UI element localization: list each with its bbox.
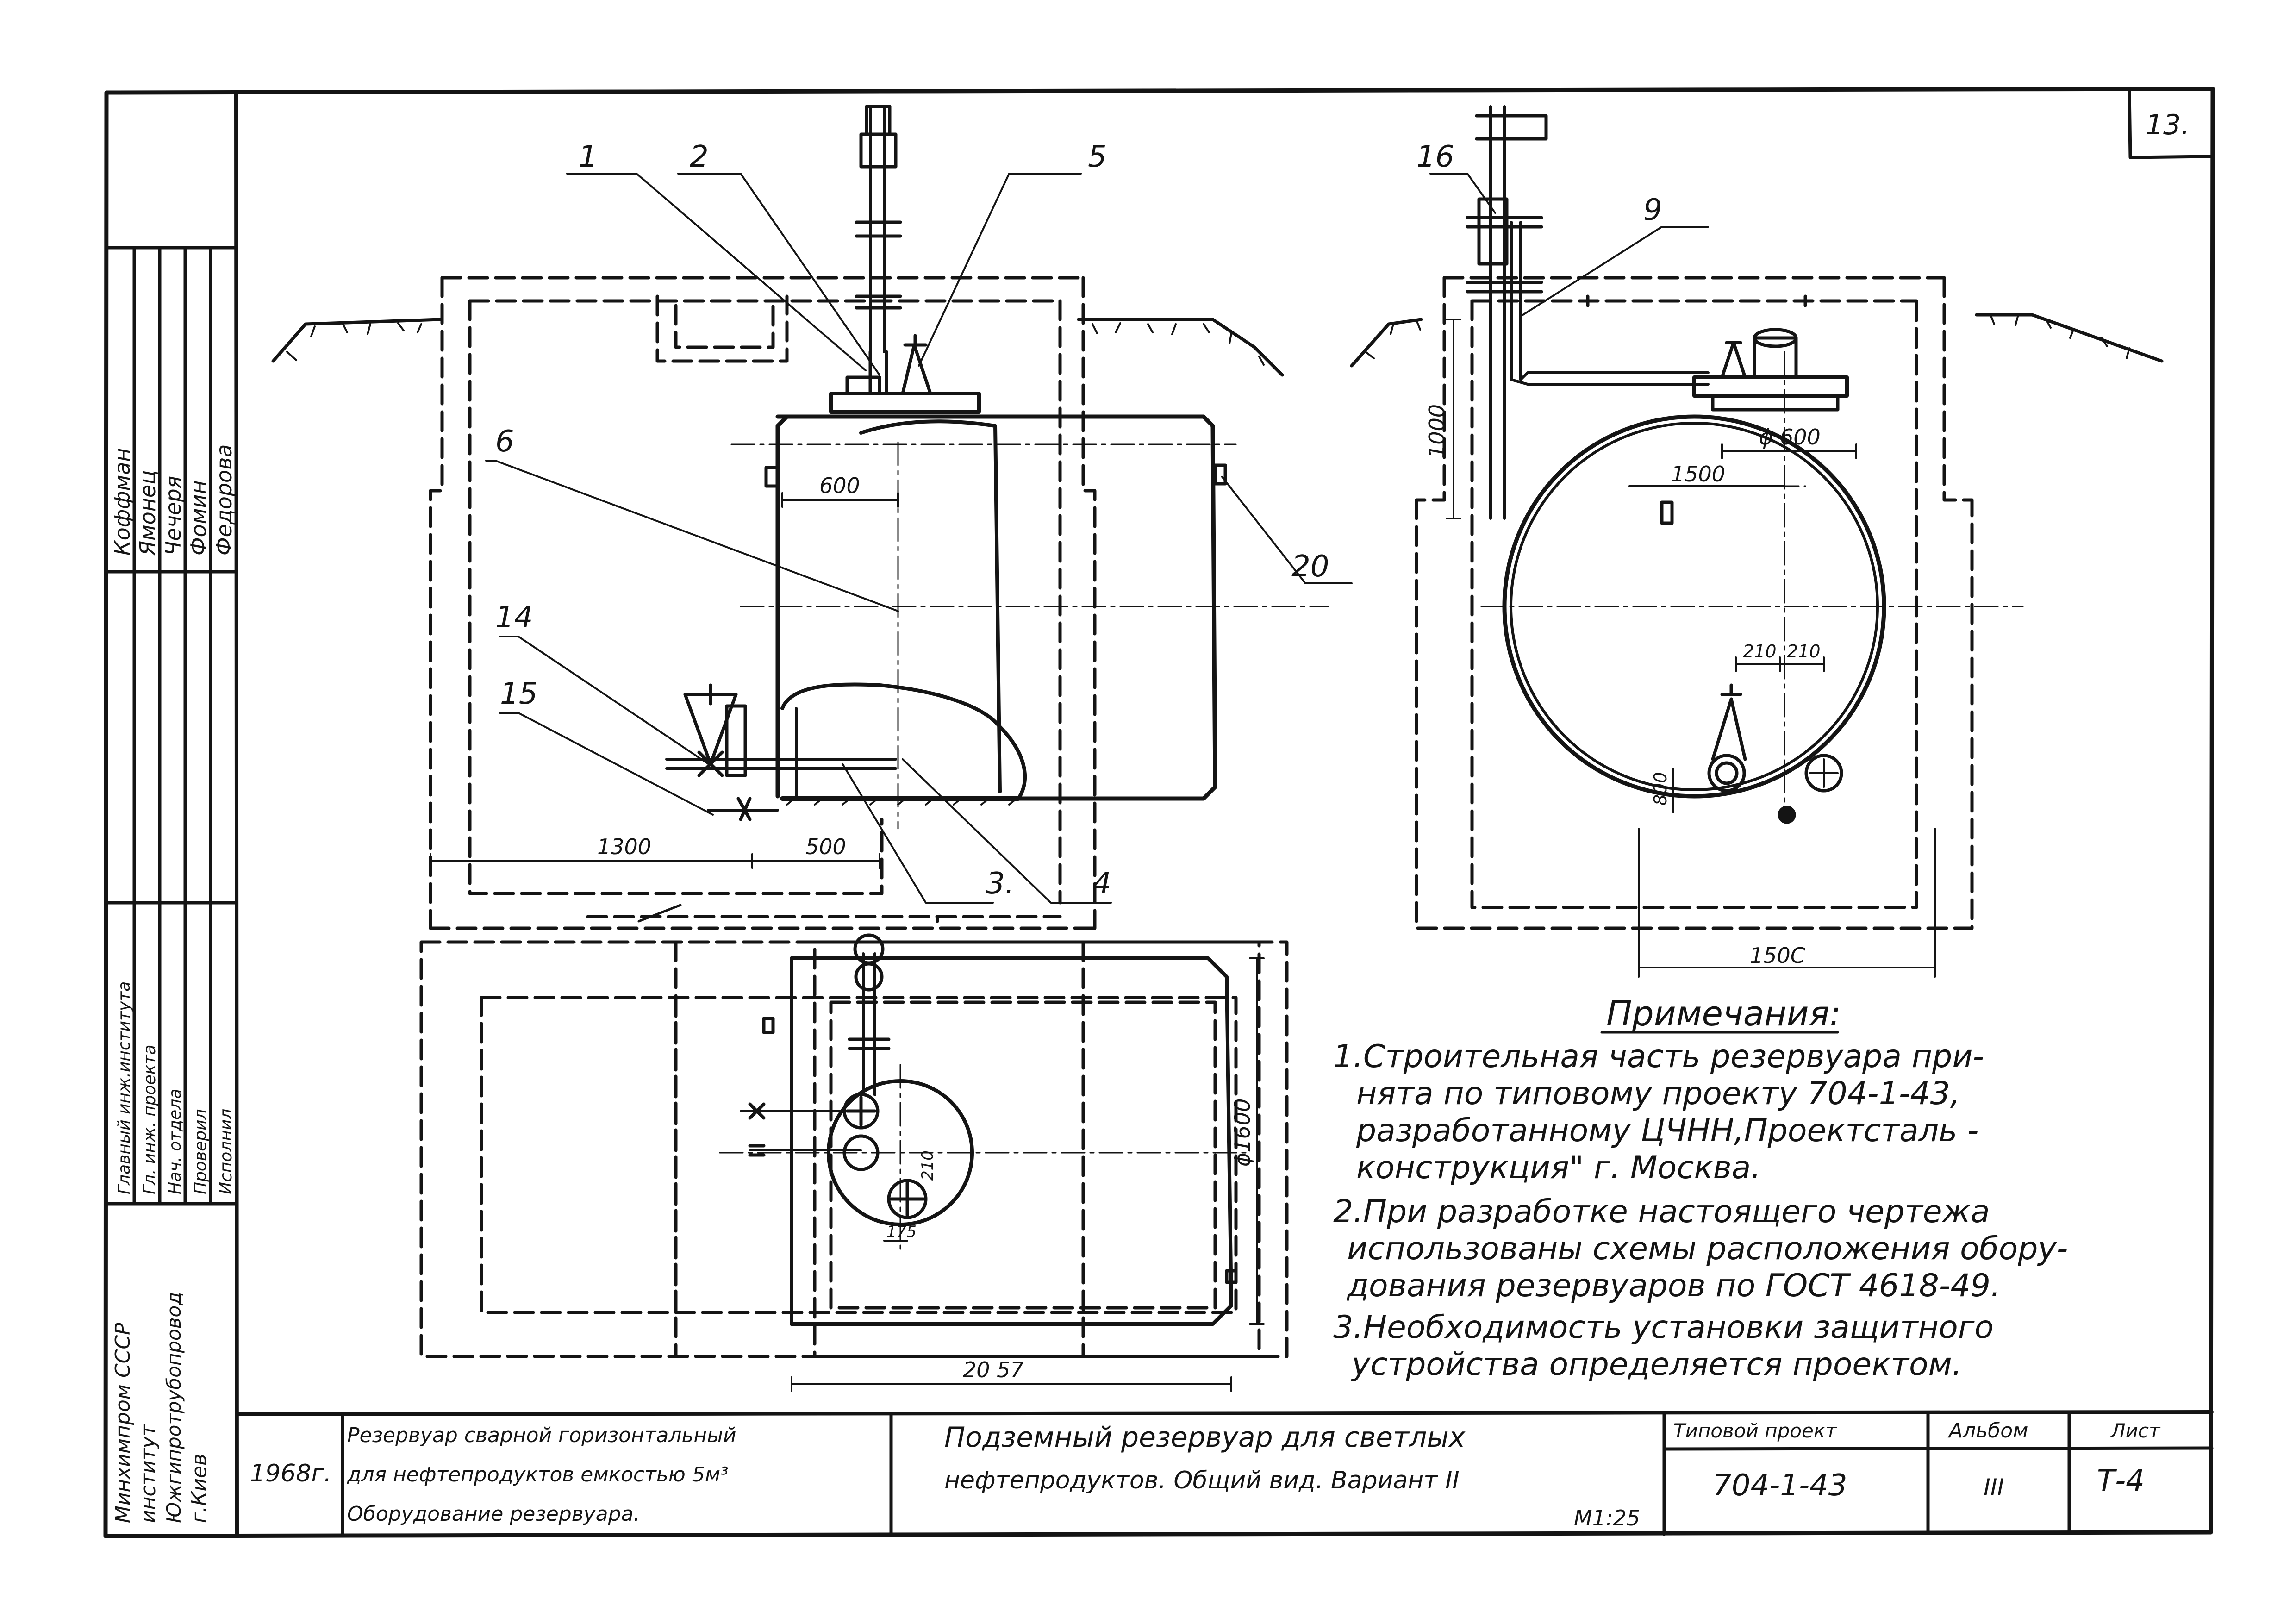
tb-project-label: Типовой проект (1673, 1419, 1837, 1442)
tb-title-1: Подземный резервуар для светлых (944, 1421, 1466, 1454)
notes-heading: Примечания: (1606, 994, 1841, 1034)
side-role-5: Исполнил (217, 1109, 236, 1194)
callout-1: 1 (579, 140, 598, 174)
side-role-3: Нач. отдела (166, 1089, 185, 1194)
tb-project-value: 704-1-43 (1713, 1468, 1847, 1503)
tb-year: 1968г. (250, 1460, 331, 1487)
dim-500: 500 (805, 834, 846, 859)
section-view (271, 105, 1353, 930)
side-name-1: Коффман (110, 448, 135, 556)
side-org-3: Южгипротрубопровод (162, 1292, 185, 1523)
note-line-7: дования резервуаров по ГОСТ 4618-49. (1347, 1268, 2001, 1304)
callout-20: 20 (1292, 550, 1329, 584)
side-stamp: Коффман Ямонец Чечеря Фомин Федорова Гла… (110, 444, 237, 1524)
tb-album-label: Альбом (1947, 1419, 2028, 1443)
callout-2: 2 (690, 140, 709, 174)
dimension-labels: 600 1300 500 20 57 150C 1500 ϕ 600 1000 … (597, 404, 1821, 1382)
dim-175: 175 (886, 1223, 917, 1241)
note-line-2: нята по типовому проекту 704-1-43, (1356, 1075, 1960, 1112)
side-name-5: Федорова (212, 444, 237, 556)
callout-9: 9 (1643, 193, 1662, 227)
title-block-frame (235, 1410, 2214, 1537)
sheet-number: 13. (2146, 109, 2190, 141)
note-line-1: 1.Строительная часть резервуара при- (1333, 1038, 1984, 1075)
tb-desc-3: Оборудование резервуара. (347, 1502, 640, 1526)
callout-16: 16 (1416, 140, 1454, 174)
side-org-4: г.Киев (187, 1454, 211, 1523)
side-name-3: Чечеря (161, 476, 186, 556)
dim-800: 800 (1650, 772, 1671, 806)
dim-210-a: 210 (1743, 641, 1777, 662)
dim-210-b: 210 (1787, 641, 1821, 662)
dim-600: 600 (819, 473, 860, 498)
side-role-4: Проверил (191, 1109, 210, 1194)
tb-desc-2: для нефтепродуктов емкостью 5м³ (347, 1463, 729, 1487)
sheet-frame (103, 87, 2215, 1538)
note-line-3: разработанному ЦЧНН,Проектсталь - (1356, 1112, 1978, 1149)
callout-5: 5 (1088, 140, 1107, 174)
side-role-1: Главный инж.института (115, 981, 134, 1194)
callout-6: 6 (495, 425, 514, 459)
plan-view (419, 933, 1289, 1392)
sheet-number-group: 13. (2146, 109, 2190, 141)
cross-section-view (1350, 105, 2164, 978)
callout-labels: 1 2 5 6 20 14 15 3. 4 16 9 (495, 140, 1662, 901)
dim-1300: 1300 (597, 834, 651, 859)
side-org-1: Минхимпром СССР (111, 1323, 135, 1523)
dim-phi1600: ϕ1600 (1230, 1099, 1255, 1167)
dim-1500-top: 1500 (1671, 462, 1725, 487)
note-line-5: 2.При разработке настоящего чертежа (1333, 1193, 1990, 1230)
tb-title-2: нефтепродуктов. Общий вид. Вариант II (944, 1467, 1460, 1494)
callout-3: 3. (986, 867, 1014, 901)
dim-1000: 1000 (1424, 404, 1449, 458)
title-block-text: 1968г. Резервуар сварной горизонтальный … (250, 1419, 2161, 1530)
callout-4: 4 (1092, 867, 1111, 901)
dim-210-plan: 210 (918, 1150, 937, 1181)
callout-15: 15 (500, 677, 537, 711)
side-name-2: Ямонец (135, 470, 160, 556)
dim-phi600: ϕ 600 (1759, 425, 1821, 450)
tb-scale: М1:25 (1574, 1505, 1640, 1530)
note-line-8: 3.Необходимость установки защитного (1333, 1309, 1994, 1346)
callout-14: 14 (495, 600, 533, 635)
note-line-4: конструкция" г. Москва. (1356, 1149, 1761, 1186)
dim-2057: 20 57 (963, 1357, 1024, 1382)
tb-album-value: III (1984, 1474, 2004, 1501)
notes-block: Примечания: 1.Строительная часть резерву… (1333, 994, 2068, 1383)
side-name-4: Фомин (186, 481, 211, 556)
tb-sheet-label: Лист (2110, 1419, 2161, 1442)
tb-desc-1: Резервуар сварной горизонтальный (347, 1424, 736, 1447)
note-line-6: использованы схемы расположения обору- (1347, 1230, 2068, 1267)
tb-sheet-value: Т-4 (2097, 1464, 2145, 1498)
note-line-9: устройства определяется проектом. (1351, 1346, 1962, 1383)
dim-1500-bottom: 150C (1750, 943, 1805, 968)
side-org-2: институт (137, 1424, 160, 1523)
side-role-2: Гл. инж. проекта (140, 1044, 159, 1194)
